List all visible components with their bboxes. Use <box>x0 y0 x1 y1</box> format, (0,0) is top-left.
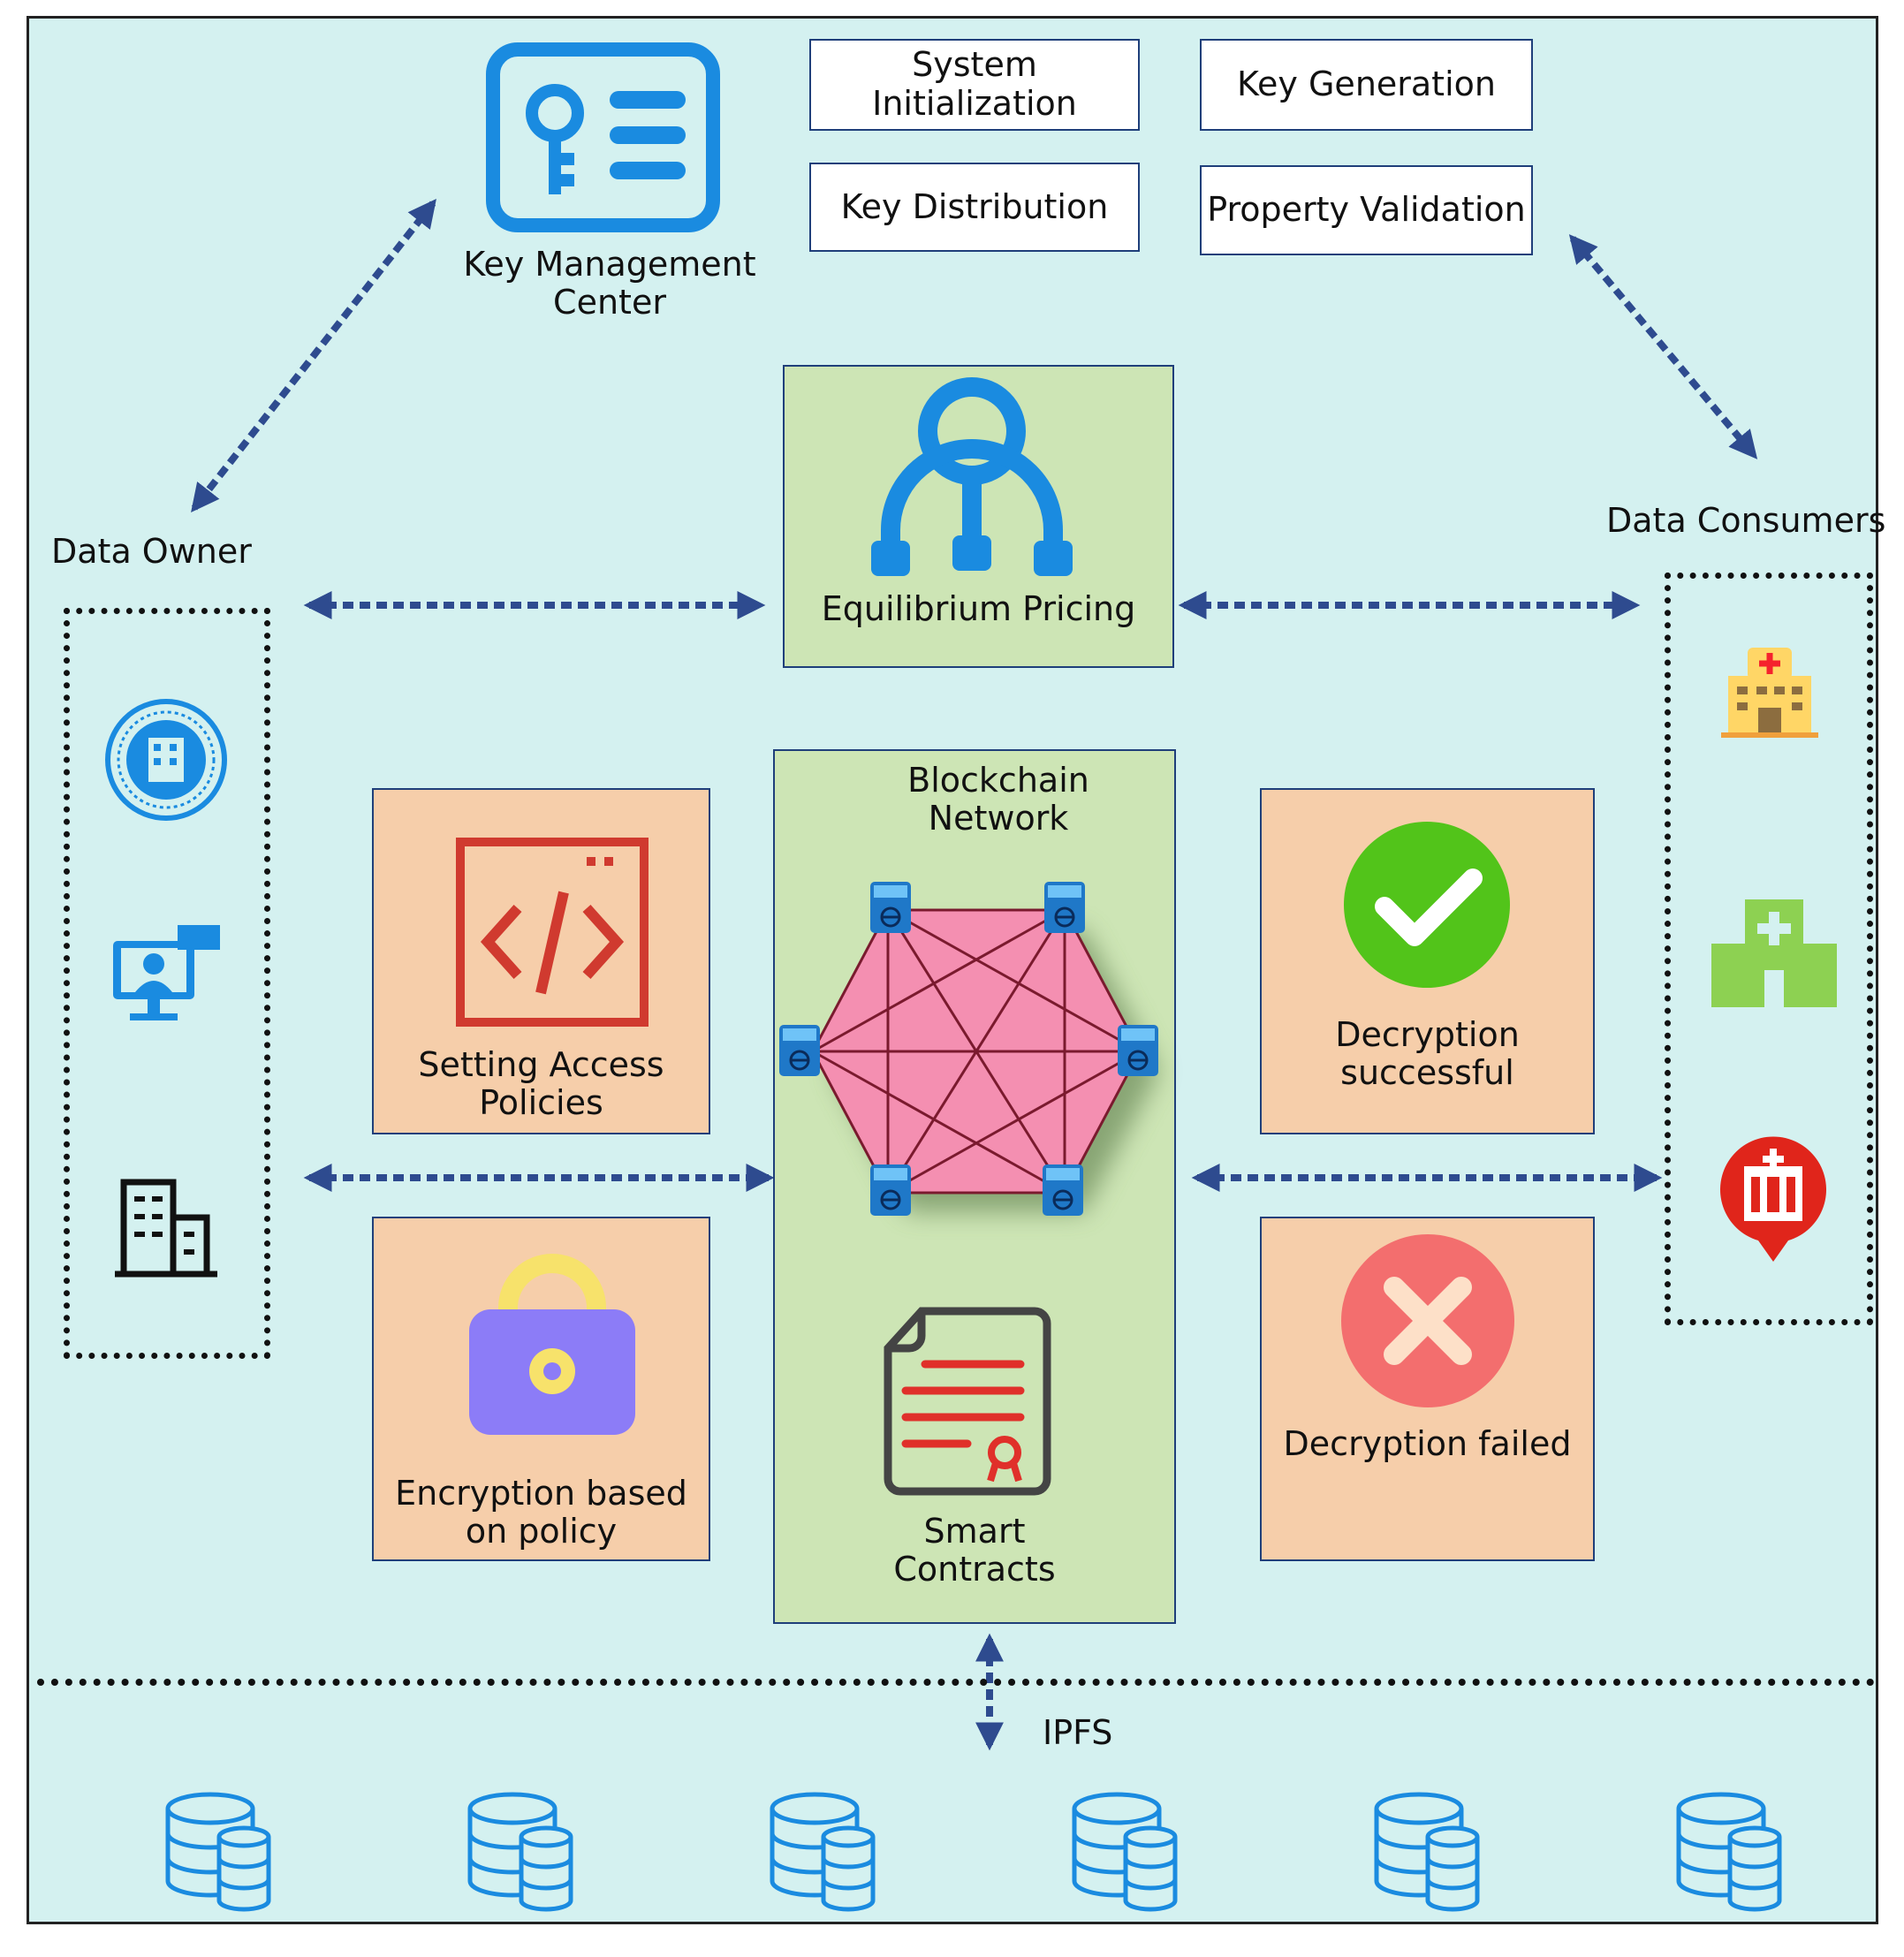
database-icon <box>470 1794 571 1909</box>
database-icon <box>772 1794 873 1909</box>
online-consultation-icon <box>113 925 220 1020</box>
company-seal-icon <box>105 699 227 821</box>
ipfs-divider <box>37 1679 1875 1686</box>
key-management-center-label: Key Management Center <box>463 245 756 322</box>
hospital-location-icon <box>1720 1136 1826 1262</box>
hospital-icon <box>1721 648 1818 738</box>
arrow-validation-consumers <box>1568 234 1758 459</box>
pricing-user-icon <box>871 377 1073 576</box>
function-system-initialization: System Initialization <box>809 39 1140 131</box>
check-icon <box>1344 822 1510 988</box>
smart-contracts-label: Smart Contracts <box>893 1512 1056 1589</box>
arrow-kmc-owner <box>191 198 436 513</box>
office-building-icon <box>115 1179 217 1278</box>
setting-access-policies-label: Setting Access Policies <box>418 1045 664 1122</box>
database-icon <box>168 1794 269 1909</box>
function-key-generation: Key Generation <box>1200 39 1533 131</box>
data-owner-group <box>64 608 270 1359</box>
data-consumers-group <box>1665 573 1873 1325</box>
server-node-4 <box>1118 1025 1158 1076</box>
encryption-label: Encryption based on policy <box>395 1474 687 1551</box>
blockchain-network-graph <box>779 882 1159 1216</box>
function-key-distribution: Key Distribution <box>809 163 1140 252</box>
data-owner-label: Data Owner <box>51 532 252 571</box>
key-card-icon <box>486 42 720 232</box>
clinic-icon <box>1711 899 1837 1007</box>
decryption-failed-label: Decryption failed <box>1283 1424 1572 1463</box>
function-property-validation: Property Validation <box>1200 165 1533 255</box>
server-node-1 <box>870 882 911 933</box>
cross-icon <box>1341 1234 1514 1407</box>
blockchain-network-label: Blockchain Network <box>907 761 1089 838</box>
ipfs-storage-row <box>0 1789 1904 1908</box>
ipfs-label: IPFS <box>1043 1713 1113 1752</box>
server-node-3 <box>779 1025 820 1076</box>
server-node-6 <box>1043 1164 1083 1216</box>
code-policy-icon <box>456 838 649 1027</box>
decryption-successful-label: Decryption successful <box>1335 1015 1520 1092</box>
padlock-icon <box>469 1254 635 1435</box>
data-consumers-label: Data Consumers <box>1606 501 1886 540</box>
database-icon <box>1377 1794 1477 1909</box>
smart-contract-icon <box>884 1307 1051 1496</box>
server-node-5 <box>870 1164 911 1216</box>
database-icon <box>1679 1794 1779 1909</box>
server-node-2 <box>1044 882 1085 933</box>
equilibrium-pricing-label: Equilibrium Pricing <box>821 589 1136 628</box>
database-icon <box>1074 1794 1175 1909</box>
